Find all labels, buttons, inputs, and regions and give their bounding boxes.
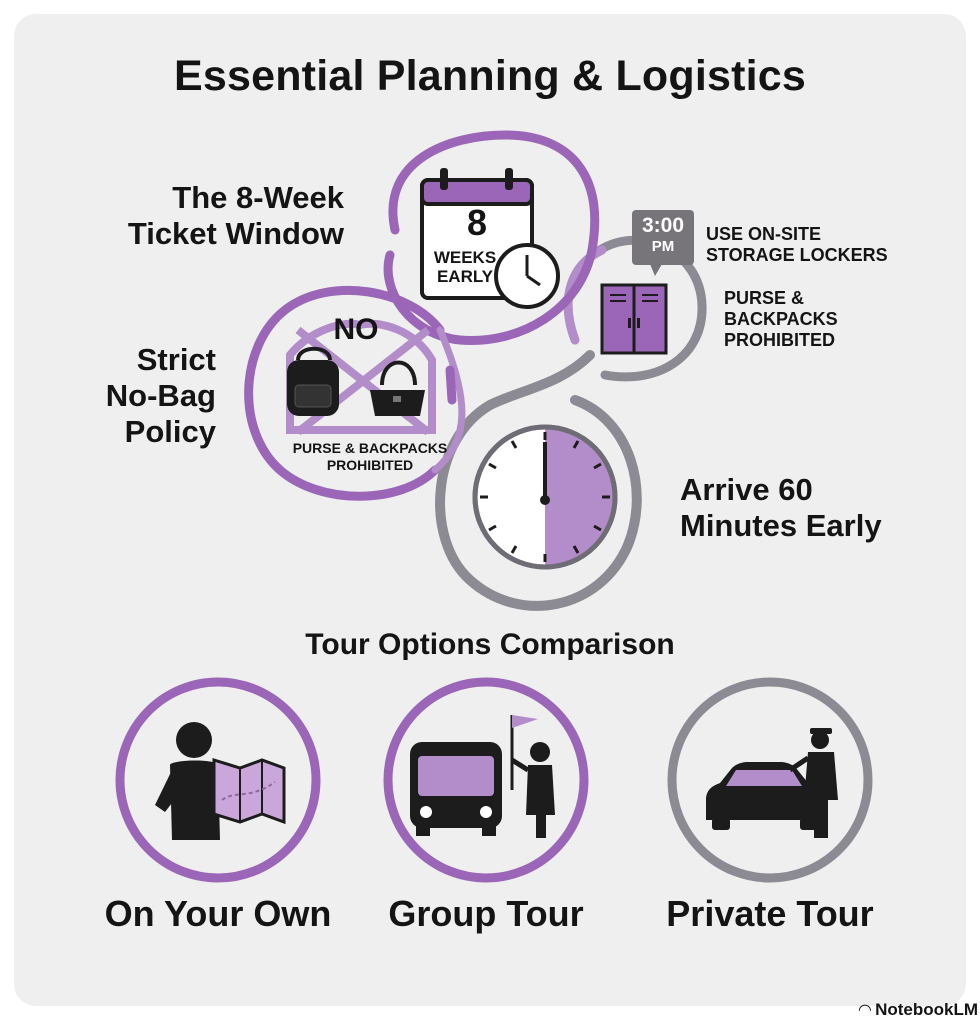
bus-guide-icon xyxy=(410,715,555,838)
lockers-note-line-2: BACKPACKS xyxy=(724,309,838,329)
bag-policy-line-3: Policy xyxy=(124,414,216,449)
brand-text: NotebookLM xyxy=(875,1000,978,1019)
ticket-window-line-1: The 8-Week xyxy=(172,180,344,215)
tour-label-group: Group Tour xyxy=(388,893,584,934)
lockers-note: PURSE & BACKPACKS PROHIBITED xyxy=(724,288,924,351)
lockers-label: USE ON-SITE STORAGE LOCKERS xyxy=(706,224,936,266)
tour-ring-group xyxy=(383,677,589,883)
backpack-icon xyxy=(287,346,339,416)
bag-policy-line-2: No-Bag xyxy=(105,378,216,413)
tour-label-private: Private Tour xyxy=(666,893,874,934)
calendar-caption-line-2: EARLY xyxy=(436,267,494,286)
notebooklm-logo-icon: ◠ xyxy=(858,1002,872,1019)
time-bubble-hour: 3:00 xyxy=(641,214,685,237)
arrival-label: Arrive 60 Minutes Early xyxy=(680,472,940,544)
bag-ring xyxy=(244,285,445,501)
calendar-ring xyxy=(383,130,600,345)
lockers-note-line-1: PURSE & xyxy=(724,288,805,308)
page-title: Essential Planning & Logistics xyxy=(173,52,807,100)
brand-watermark: ◠NotebookLM xyxy=(859,1000,978,1020)
lockers-note-line-3: PROHIBITED xyxy=(724,330,836,350)
calendar-caption-line-1: WEEKS xyxy=(433,248,497,267)
tour-ring-private xyxy=(667,677,873,883)
calendar-caption: WEEKS EARLY xyxy=(422,248,508,286)
ticket-window-label: The 8-Week Ticket Window xyxy=(100,180,344,252)
tour-ring-own xyxy=(115,677,321,883)
bag-ring-tick xyxy=(445,365,457,405)
no-text: NO xyxy=(333,313,379,346)
tour-options-heading: Tour Options Comparison xyxy=(305,628,675,661)
lockers-label-line-1: USE ON-SITE xyxy=(706,224,822,244)
bag-policy-note-line-2: PROHIBITED xyxy=(326,457,414,473)
locker-icon xyxy=(600,283,668,355)
grey-connector-path xyxy=(435,350,642,611)
bag-policy-line-1: Strict xyxy=(136,342,216,377)
tour-label-own: On Your Own xyxy=(104,893,332,934)
arrival-clock-icon xyxy=(472,424,618,570)
clock-icon xyxy=(494,243,560,309)
speech-bubble-icon xyxy=(632,210,694,276)
bag-ring-inner xyxy=(431,326,466,474)
arrival-line-1: Arrive 60 xyxy=(680,472,813,507)
bag-policy-note: PURSE & BACKPACKS PROHIBITED xyxy=(270,440,470,474)
map-reader-icon xyxy=(155,722,286,840)
calendar-number: 8 xyxy=(466,202,488,243)
bag-policy-label: Strict No-Bag Policy xyxy=(60,342,216,450)
time-bubble-ampm: PM xyxy=(651,238,675,255)
handbag-icon xyxy=(370,360,425,416)
ticket-window-line-2: Ticket Window xyxy=(127,216,344,251)
car-chauffeur-icon xyxy=(706,728,838,838)
lockers-label-line-2: STORAGE LOCKERS xyxy=(706,245,888,265)
time-bubble: 3:00 PM xyxy=(632,214,694,256)
arrival-line-2: Minutes Early xyxy=(680,508,882,543)
bag-policy-note-line-1: PURSE & BACKPACKS xyxy=(292,440,448,456)
